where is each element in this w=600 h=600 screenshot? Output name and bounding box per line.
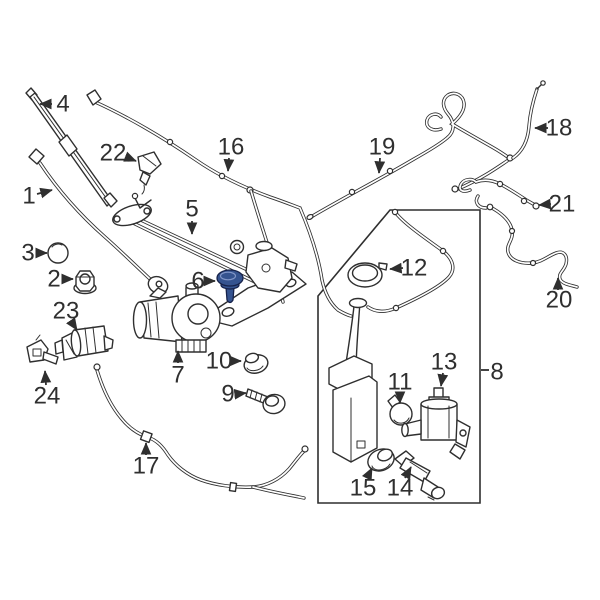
callout-1[interactable]: 1 (22, 183, 53, 210)
callout-16[interactable]: 16 (218, 134, 245, 172)
callout-5-label: 5 (185, 196, 198, 223)
callout-15-arrow (361, 467, 373, 481)
callout-10[interactable]: 10 (206, 348, 242, 375)
highlighted-part-6-pivot-pin[interactable] (216, 269, 244, 304)
reservoir-cap-12 (347, 262, 388, 288)
callout-1-label: 1 (22, 183, 35, 210)
callout-12-label: 12 (401, 255, 428, 282)
callout-12-arrow (389, 262, 404, 274)
callout-18[interactable]: 18 (534, 115, 573, 142)
callout-8[interactable]: 8 (481, 359, 504, 386)
callout-24[interactable]: 24 (34, 370, 61, 410)
callout-7-label: 7 (171, 362, 184, 389)
callout-6[interactable]: 6 (191, 268, 216, 295)
callout-1-arrow (36, 187, 53, 199)
callout-8-label: 8 (490, 359, 503, 386)
callout-19-arrow (374, 157, 386, 174)
callout-11[interactable]: 11 (388, 369, 413, 404)
callout-9-arrow (233, 388, 247, 400)
callout-18-label: 18 (546, 115, 573, 142)
callout-21-arrow (538, 198, 552, 210)
hose-19 (306, 91, 514, 221)
hose-18 (451, 80, 546, 193)
washer-pump-13 (401, 387, 471, 460)
callout-22-label: 22 (100, 140, 127, 167)
callout-19-label: 19 (369, 134, 396, 161)
part-24 (26, 334, 59, 365)
hose-17 (93, 363, 309, 500)
callout-14-label: 14 (387, 475, 414, 502)
callout-23-label: 23 (53, 298, 80, 325)
callout-6-label: 6 (191, 268, 204, 295)
callout-13[interactable]: 13 (431, 349, 458, 387)
wiper-blade (25, 87, 118, 208)
grommet-15 (367, 448, 395, 472)
callout-13-arrow (437, 372, 449, 387)
callout-9-label: 9 (221, 381, 234, 408)
washer-reservoir (328, 297, 378, 463)
callout-10-label: 10 (206, 348, 233, 375)
callout-20-label: 20 (546, 287, 573, 314)
callout-22-arrow (123, 151, 137, 162)
callout-3[interactable]: 3 (21, 240, 48, 267)
screw-9 (245, 388, 286, 415)
level-sensor-14 (394, 450, 446, 501)
callout-15[interactable]: 15 (350, 467, 377, 502)
callout-11-label: 11 (388, 369, 413, 396)
callout-4[interactable]: 4 (39, 91, 70, 118)
callout-21[interactable]: 21 (538, 191, 576, 218)
callout-14-arrow (400, 466, 412, 480)
pivot-cap-3 (47, 242, 69, 264)
callout-14[interactable]: 14 (387, 466, 414, 502)
callout-17[interactable]: 17 (133, 442, 160, 480)
callout-16-arrow (223, 157, 235, 172)
wiper-motor-7 (132, 282, 221, 353)
callout-24-label: 24 (34, 383, 61, 410)
wiper-arm (28, 148, 169, 295)
callout-17-label: 17 (133, 453, 160, 480)
pivot-assembly (214, 239, 307, 327)
callout-4-label: 4 (56, 91, 69, 118)
callout-16-label: 16 (218, 134, 245, 161)
callout-2-label: 2 (47, 266, 60, 293)
callout-3-label: 3 (21, 240, 34, 267)
callout-12[interactable]: 12 (389, 255, 428, 282)
callout-22[interactable]: 22 (100, 140, 137, 167)
callout-13-label: 13 (431, 349, 458, 376)
callout-23[interactable]: 23 (53, 298, 80, 331)
callout-19[interactable]: 19 (369, 134, 396, 174)
callout-2[interactable]: 2 (47, 266, 74, 293)
callout-15-label: 15 (350, 475, 377, 502)
callout-7[interactable]: 7 (171, 350, 185, 389)
callout-23-arrow (66, 317, 78, 331)
reservoir-filler-hose (366, 208, 455, 313)
callout-5[interactable]: 5 (185, 196, 199, 235)
callout-24-arrow (40, 370, 52, 386)
callout-21-label: 21 (549, 191, 576, 218)
part-23 (54, 325, 114, 361)
hose-20 (486, 203, 579, 289)
pivot-nut-2 (73, 270, 97, 295)
callout-9[interactable]: 9 (221, 381, 247, 408)
grommet-10 (243, 352, 269, 374)
callout-20[interactable]: 20 (546, 277, 573, 314)
washer-nozzle-22 (137, 151, 162, 195)
